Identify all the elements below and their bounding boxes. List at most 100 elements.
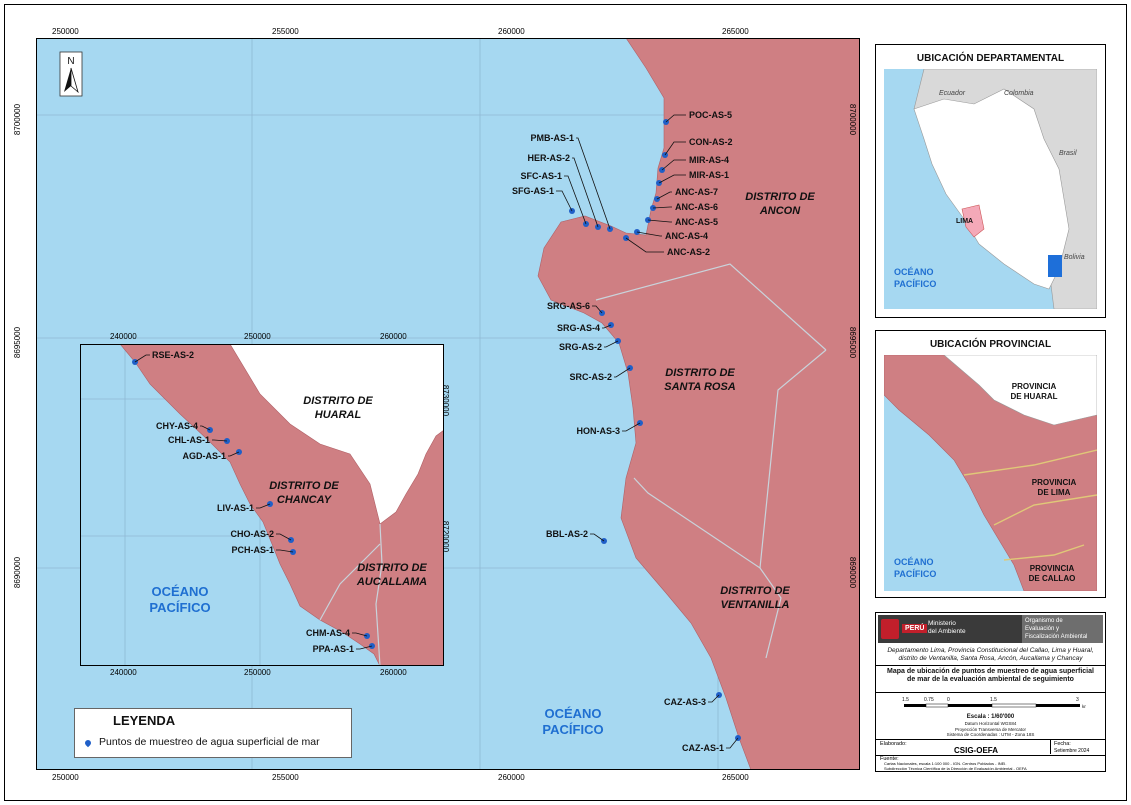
point-label-mir1: MIR-AS-1 [689,170,729,180]
inset-point-label-rse2: RSE-AS-2 [152,350,194,360]
inset-point-label-chy4: CHY-AS-4 [156,421,198,431]
coastal-land [537,38,860,770]
inset-point-label-chl1: CHL-AS-1 [168,435,210,445]
tick-bottom-260000: 260000 [498,773,525,782]
lima-region [961,204,985,238]
tick-bottom-250000: 250000 [52,773,79,782]
peru-shield-icon [881,619,899,639]
point-label-her2: HER-AS-2 [527,153,570,163]
svg-text:N: N [67,56,74,67]
dept-location-panel: UBICACIÓN DEPARTAMENTAL Ecuador Colombia… [875,44,1106,318]
tick-bottom-265000: 265000 [722,773,749,782]
point-label-poc5: POC-AS-5 [689,110,732,120]
point-label-srg4: SRG-AS-4 [557,323,600,333]
inset-leader-lines [134,354,373,650]
scale-text: Escala : 1/60'000 [966,714,1015,720]
prov-boundary-lima [963,449,1097,526]
point-label-anc4: ANC-AS-4 [665,231,708,241]
svg-text:1.5: 1.5 [902,697,909,703]
inset-point-label-agd1: AGD-AS-1 [182,451,226,461]
inset-boundary-aucallama [375,523,383,666]
dept-map[interactable]: Ecuador Colombia Brasil Bolivia LIMA OCÉ… [884,69,1097,309]
legend-item-label: Puntos de muestreo de agua superficial d… [99,736,320,748]
point-label-con2: CON-AS-2 [689,137,733,147]
inset-point-label-pch1: PCH-AS-1 [231,545,274,555]
label-colombia: Colombia [1004,90,1034,97]
tick-top-250000: 250000 [52,27,79,36]
tick-bottom-255000: 255000 [272,773,299,782]
label-lima: LIMA [956,218,973,225]
point-label-sfg1: SFG-AS-1 [512,186,554,196]
tick-right-8700000: 8700000 [848,103,858,136]
water-drop-icon [83,738,93,748]
district-boundary-ancon [595,263,827,351]
tick-top-265000: 265000 [722,27,749,36]
svg-text:0.75: 0.75 [924,697,934,703]
tick-top-255000: 255000 [272,27,299,36]
scale-bar: 1.5 0.75 0 1.5 3 km [902,697,1086,709]
point-label-srg2: SRG-AS-2 [559,342,602,352]
label-ecuador: Ecuador [939,90,966,97]
point-label-anc5: ANC-AS-5 [675,217,718,227]
point-label-srg6: SRG-AS-6 [547,301,590,311]
leader-lines [556,114,739,749]
tick-left-8695000: 8695000 [13,326,23,359]
inset-point-label-liv1: LIV-AS-1 [217,503,254,513]
map-title: Mapa de ubicación de puntos de muestreo … [887,668,1094,683]
bolivia-highlight [1048,255,1062,277]
legend-box: LEYENDA Puntos de muestreo de agua super… [74,708,352,758]
inset-point-label-ppa1: PPA-AS-1 [313,644,354,654]
svg-text:km: km [1082,704,1086,709]
inset-tick-bottom-240000: 240000 [110,668,137,677]
inset-tick-top-250000: 250000 [244,332,271,341]
fecha-label: Fecha: [1054,741,1071,747]
point-label-pmb1: PMB-AS-1 [530,133,574,143]
inset-map-frame [80,344,444,666]
point-label-caz1: CAZ-AS-1 [682,743,724,753]
inset-tick-top-240000: 240000 [110,332,137,341]
inset-boundary-chancay [319,543,381,621]
point-label-anc7: ANC-AS-7 [675,187,718,197]
inset-tick-bottom-260000: 260000 [380,668,407,677]
inset-huaral [229,344,444,525]
inset-tick-top-260000: 260000 [380,332,407,341]
inset-tick-right-8730000: 8730000 [441,384,451,417]
label-bolivia: Bolivia [1064,254,1085,261]
tick-left-8690000: 8690000 [13,556,23,589]
prov-huaral-white [943,355,1097,426]
fuente-label: Fuente: [880,756,899,762]
fuente-text: Cartas Nacionales, escala 1:100 000 - IG… [884,761,1027,771]
legend-title: LEYENDA [113,713,176,728]
svg-text:1.5: 1.5 [990,697,997,703]
point-label-sfc1: SFC-AS-1 [520,171,562,181]
tick-top-260000: 260000 [498,27,525,36]
main-map-frame [36,38,860,770]
district-boundary-ventanilla [759,567,782,659]
point-label-mir4: MIR-AS-4 [689,155,729,165]
dept-panel-title: UBICACIÓN DEPARTAMENTAL [916,53,1065,64]
inset-point-label-chm4: CHM-AS-4 [306,628,350,638]
svg-text:3: 3 [1076,697,1079,703]
inset-point-label-cho2: CHO-AS-2 [230,529,274,539]
location-text: Departamento Lima, Provincia Constitucio… [887,647,1094,662]
svg-text:0: 0 [947,697,950,703]
peru-badge: PERÚ [902,624,928,633]
